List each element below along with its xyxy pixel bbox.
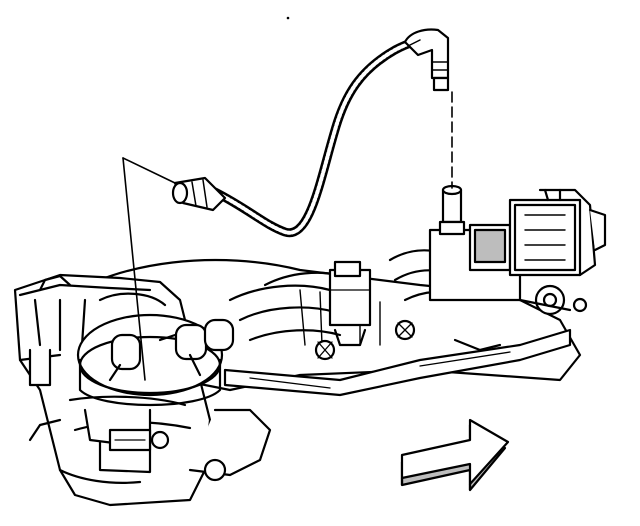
ignition-coil: [428, 188, 607, 316]
arrow-right-icon: [400, 418, 510, 492]
spark-plug-wire: [210, 33, 435, 238]
distributor-boot: [171, 176, 227, 212]
coil-tower-terminal: [438, 184, 466, 236]
mounting-bracket: [223, 319, 572, 397]
coil-boot: [403, 28, 450, 92]
callout-lines: [122, 91, 453, 381]
center-sensor: [328, 260, 372, 347]
distributor-cap: [76, 313, 235, 407]
stray-mark: [286, 16, 290, 20]
